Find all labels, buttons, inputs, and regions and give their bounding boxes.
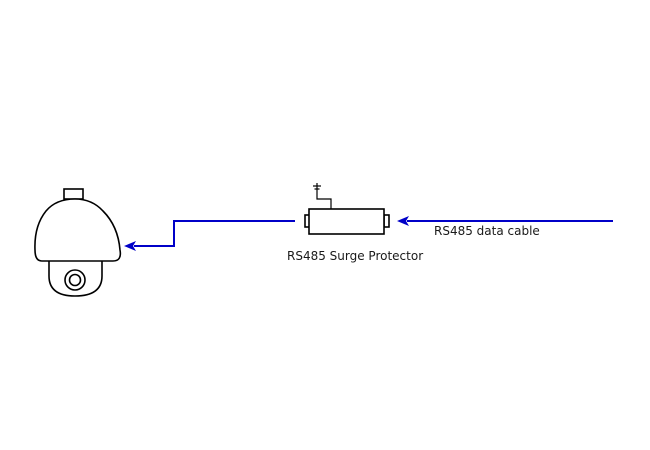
ground-wire: [316, 191, 332, 209]
camera-mount: [63, 188, 84, 200]
surge-protector-icon: [304, 183, 390, 235]
camera-cable-line: [134, 220, 295, 247]
dome-camera-icon: [34, 188, 122, 297]
camera-lens-inner: [68, 273, 82, 287]
data-cable-label: RS485 data cable: [434, 224, 540, 238]
data-cable: [397, 216, 613, 226]
protector-body: [308, 208, 385, 235]
surge-protector-label: RS485 Surge Protector: [287, 249, 423, 263]
camera-housing: [34, 198, 122, 262]
camera-cable-arrowhead: [124, 241, 136, 251]
data-cable-arrowhead: [397, 216, 409, 226]
camera-cable: [124, 220, 295, 251]
